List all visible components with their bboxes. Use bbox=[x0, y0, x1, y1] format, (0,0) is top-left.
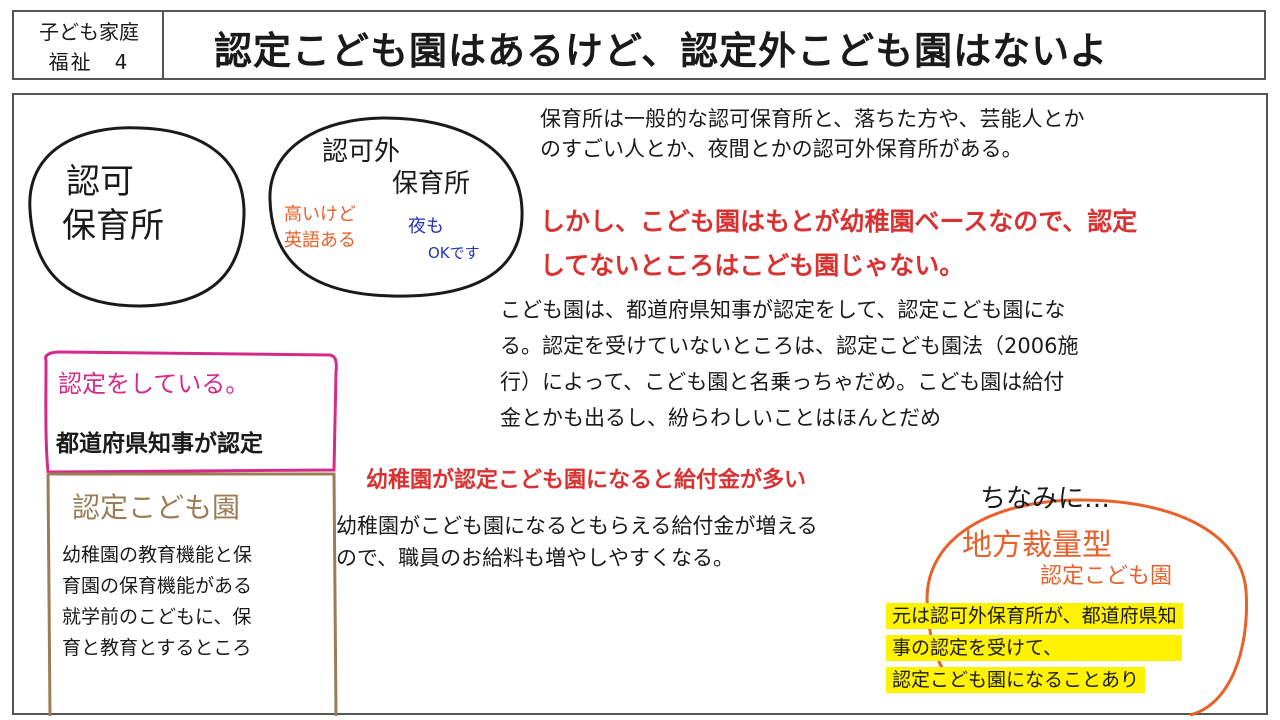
red-heading: しかし、こども園はもとが幼稚園ベースなので、認定 してないところはこども園じゃな… bbox=[540, 200, 1137, 288]
local-type-line2: 認定こども園 bbox=[1040, 564, 1173, 589]
intro-text: 保育所は一般的な認可保育所と、落ちた方や、芸能人とか のすごい人とか、夜間とかの… bbox=[540, 104, 1085, 164]
nintei-handwritten-title: 認定こども園 bbox=[72, 491, 241, 524]
licensed-bubble: 認可 保育所 bbox=[62, 160, 164, 248]
subsidy-line2: ので、職員のお給料も増やしやすくなる。 bbox=[336, 546, 734, 570]
page-title: 認定こども園はあるけど、認定外こども園はないよ bbox=[214, 29, 1109, 73]
explanation-line3: 行）によって、こども園と名乗っちゃだめ。こども園は給付 bbox=[500, 370, 1065, 394]
blue-note-line2: OKです bbox=[428, 244, 480, 262]
subsidy-text: 幼稚園がこども園になるともらえる給付金が増える ので、職員のお給料も増やしやすく… bbox=[336, 510, 818, 574]
header: 子ども家庭 福祉 4 認定こども園はあるけど、認定外こども園はないよ bbox=[12, 10, 1266, 80]
subsidy-line1: 幼稚園がこども園になるともらえる給付金が増える bbox=[336, 514, 818, 538]
unlicensed-bubble-outline bbox=[268, 116, 524, 298]
unlicensed-line1: 認可外 bbox=[322, 137, 401, 167]
licensed-line1: 認可 bbox=[66, 162, 134, 202]
nintei-line1: 幼稚園の教育機能と保 bbox=[62, 544, 253, 566]
local-note-line3: 認定こども園になることあり bbox=[886, 667, 1146, 693]
unlicensed-orange-note: 高いけど 英語ある bbox=[284, 202, 356, 254]
nintei-line4: 育と教育とするところ bbox=[62, 637, 252, 659]
nintei-box-outline bbox=[46, 472, 338, 717]
nintei-line2: 育園の保育機能がある bbox=[62, 575, 253, 597]
licensed-bubble-outline bbox=[28, 126, 246, 308]
nintei-description: 幼稚園の教育機能と保 育園の保育機能がある 就学前のこどもに、保 育と教育とする… bbox=[62, 540, 252, 664]
content-frame bbox=[12, 93, 1268, 715]
intro-line1: 保育所は一般的な認可保育所と、落ちた方や、芸能人とか bbox=[540, 107, 1085, 131]
subsidy-heading: 幼稚園が認定こども園になると給付金が多い bbox=[366, 468, 807, 493]
local-note-line2: 事の認定を受けて、 bbox=[886, 635, 1183, 661]
red-heading-line1: しかし、こども園はもとが幼稚園ベースなので、認定 bbox=[540, 207, 1138, 236]
explanation-line1: こども園は、都道府県知事が認定をして、認定こども園にな bbox=[500, 298, 1066, 322]
red-heading-line2: してないところはこども園じゃない。 bbox=[540, 251, 965, 280]
explanation-line2: る。認定を受けていないところは、認定こども園法（2006施 bbox=[500, 334, 1079, 358]
subject-box: 子ども家庭 福祉 4 bbox=[14, 12, 164, 78]
subject-line1: 子ども家庭 bbox=[39, 20, 139, 44]
certified-box-outline bbox=[44, 350, 338, 474]
subject-line2: 福祉 4 bbox=[48, 50, 130, 74]
orange-note-line1: 高いけど bbox=[284, 204, 356, 225]
orange-note-line2: 英語ある bbox=[284, 230, 356, 251]
explanation-line4: 金とかも出るし、紛らわしいことはほんとだめ bbox=[500, 406, 941, 430]
nintei-line3: 就学前のこどもに、保 bbox=[62, 606, 252, 628]
unlicensed-line2: 保育所 bbox=[392, 169, 471, 199]
local-type-aside: ちなみに… bbox=[980, 484, 1111, 514]
intro-line2: のすごい人とか、夜間とかの認可外保育所がある。 bbox=[540, 137, 1023, 161]
explanation-text: こども園は、都道府県知事が認定をして、認定こども園にな る。認定を受けていないと… bbox=[500, 292, 1078, 436]
local-note-line1: 元は認可外保育所が、都道府県知 bbox=[886, 603, 1183, 629]
certified-handwritten-label: 認定をしている。 bbox=[58, 370, 250, 398]
certified-bold-label: 都道府県知事が認定 bbox=[56, 431, 263, 457]
licensed-line2: 保育所 bbox=[62, 206, 164, 246]
local-type-line1: 地方裁量型 bbox=[962, 528, 1112, 563]
unlicensed-blue-note: 夜も OKです bbox=[408, 214, 480, 266]
blue-note-line1: 夜も bbox=[408, 216, 444, 237]
local-type-note: 元は認可外保育所が、都道府県知 事の認定を受けて、 認定こども園になることあり bbox=[886, 600, 1183, 696]
unlicensed-bubble-title: 認可外 保育所 bbox=[322, 136, 470, 200]
